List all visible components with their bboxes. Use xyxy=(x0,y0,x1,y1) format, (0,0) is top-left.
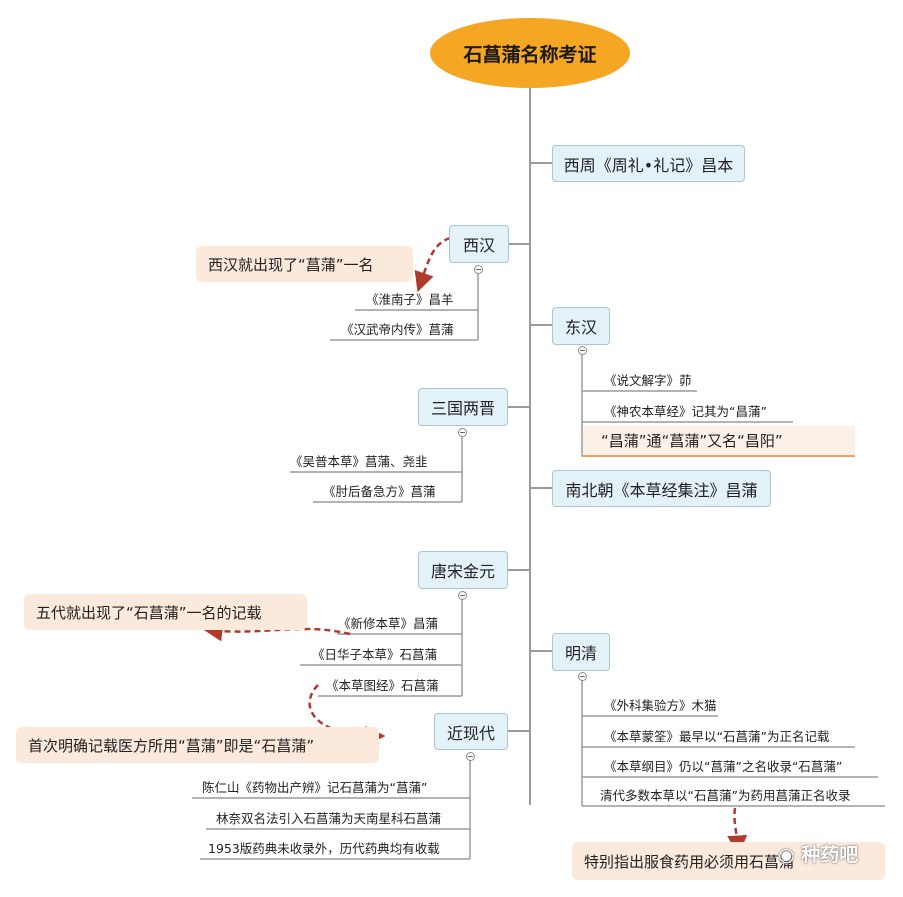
leaf-tangsong-3[interactable]: 《本草图经》石菖蒲 xyxy=(326,678,439,693)
leaf-jinxian-2[interactable]: 林奈双名法引入石菖蒲为天南星科石菖蒲 xyxy=(216,811,442,826)
branch-xizhou[interactable]: 西周《周礼•礼记》昌本 xyxy=(552,145,745,182)
leaf-sanguo-2[interactable]: 《肘后备急方》菖蒲 xyxy=(323,484,436,499)
leaf-sanguo-1[interactable]: 《吴普本草》菖蒲、尧韭 xyxy=(290,454,428,469)
collapse-icon[interactable] xyxy=(578,346,587,355)
leaf-donghan-1[interactable]: 《说文解字》茆 xyxy=(604,373,692,388)
leaf-tangsong-2[interactable]: 《日华子本草》石菖蒲 xyxy=(312,647,438,662)
wechat-logo-icon: ◉ xyxy=(778,844,802,866)
leaf-jinxian-3[interactable]: 1953版药典未收录外，历代药典均有收载 xyxy=(208,841,440,856)
collapse-icon[interactable] xyxy=(466,752,475,761)
leaf-mingqing-2[interactable]: 《本草蒙筌》最早以“石菖蒲”为正名记载 xyxy=(604,729,830,744)
note-tebie[interactable]: 特别指出服食药用必须用石菖蒲 xyxy=(572,842,885,880)
branch-donghan[interactable]: 东汉 xyxy=(552,307,610,345)
branch-mingqing[interactable]: 明清 xyxy=(552,633,610,671)
note-shouci[interactable]: 首次明确记载医方所用“菖蒲”即是“石菖蒲” xyxy=(16,727,379,763)
leaf-xihan-2[interactable]: 《汉武帝内传》菖蒲 xyxy=(341,322,454,337)
collapse-icon[interactable] xyxy=(474,265,483,274)
collapse-icon[interactable] xyxy=(458,428,467,437)
branch-xihan[interactable]: 西汉 xyxy=(449,225,509,263)
leaf-tangsong-1[interactable]: 《新修本草》昌蒲 xyxy=(338,616,439,631)
root-topic[interactable]: 石菖蒲名称考证 xyxy=(430,18,630,88)
collapse-icon[interactable] xyxy=(458,591,467,600)
collapse-icon[interactable] xyxy=(578,672,587,681)
note-xihan[interactable]: 西汉就出现了“菖蒲”一名 xyxy=(196,246,413,282)
branch-nanbei[interactable]: 南北朝《本草经集注》昌蒲 xyxy=(552,470,771,507)
note-wudai[interactable]: 五代就出现了“石菖蒲”一名的记载 xyxy=(24,594,307,630)
branch-tangsong[interactable]: 唐宋金元 xyxy=(418,551,508,589)
leaf-mingqing-4[interactable]: 清代多数本草以“石菖蒲”为药用菖蒲正名收录 xyxy=(600,788,851,803)
leaf-xihan-1[interactable]: 《淮南子》昌羊 xyxy=(366,292,454,307)
branch-jinxian[interactable]: 近现代 xyxy=(434,713,508,750)
leaf-donghan-2[interactable]: 《神农本草经》记其为“昌蒲” xyxy=(604,404,767,419)
leaf-donghan-highlight[interactable]: “昌蒲”通“菖蒲”又名“昌阳” xyxy=(583,426,855,455)
leaf-jinxian-1[interactable]: 陈仁山《药物出产辨》记石菖蒲为“菖蒲” xyxy=(202,780,428,795)
leaf-mingqing-3[interactable]: 《本草纲目》仍以“菖蒲”之名收录“石菖蒲” xyxy=(604,759,843,774)
branch-sanguo[interactable]: 三国两晋 xyxy=(418,388,508,426)
leaf-mingqing-1[interactable]: 《外科集验方》木猫 xyxy=(604,698,717,713)
watermark: ◉ 种药吧 xyxy=(778,844,859,866)
